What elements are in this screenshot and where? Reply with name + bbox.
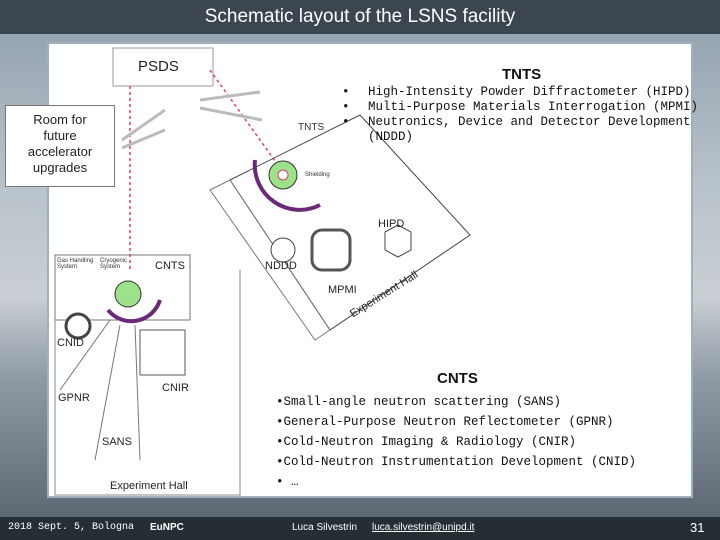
footer-event: EuNPC <box>150 522 184 533</box>
cnts-instrument-list: •Small-angle neutron scattering (SANS) •… <box>276 392 636 492</box>
footer-bar <box>0 517 720 540</box>
sans-guide-2 <box>134 324 141 461</box>
tnts-item-hipd: High-Intensity Powder Diffractometer (HI… <box>368 85 691 99</box>
pointer-line-4 <box>121 128 166 150</box>
cnts-small-label: CNTS <box>155 260 185 272</box>
tnts-hall <box>229 114 471 331</box>
footer-page-number: 31 <box>690 520 705 535</box>
cnts-target <box>114 280 142 308</box>
experiment-hall-label: Experiment Hall <box>110 480 188 492</box>
cnir-instrument <box>139 329 186 376</box>
list-item: • Multi-Purpose Materials Interrogation … <box>340 100 700 115</box>
footer-email[interactable]: luca.silvestrin@unipd.it <box>372 522 475 533</box>
room-label: Room for future accelerator upgrades <box>27 112 93 175</box>
psds-room <box>112 47 214 87</box>
psds-label: PSDS <box>138 58 179 75</box>
bullet: • <box>342 85 350 99</box>
shielding-label: Shielding <box>305 172 330 178</box>
cnts-hall-outline <box>54 270 241 496</box>
pointer-line-2 <box>199 106 263 122</box>
cnts-heading: CNTS <box>437 370 478 387</box>
sans-guide-1 <box>94 324 121 461</box>
nddd-detector <box>270 237 296 263</box>
mpmi-instrument <box>310 228 352 272</box>
gas-handling-label: Gas Handling System <box>57 258 94 270</box>
cryogenic-label: Cryogenic System <box>100 258 128 270</box>
tnts-hall-inner <box>209 179 331 341</box>
list-item: • High-Intensity Powder Diffractometer (… <box>340 85 700 100</box>
tnts-instrument-list: • High-Intensity Powder Diffractometer (… <box>340 85 700 145</box>
sans-label: SANS <box>102 436 132 448</box>
gpnr-guide <box>59 319 111 391</box>
cnid-label: CNID <box>57 337 84 349</box>
gpnr-label: GPNR <box>58 392 90 404</box>
cnir-label: CNIR <box>162 382 189 394</box>
list-item: • Neutronics, Device and Detector Develo… <box>340 115 700 145</box>
footer-author: Luca Silvestrin <box>292 522 358 533</box>
cnid-detector <box>64 312 92 340</box>
pointer-line-1 <box>199 90 261 102</box>
room-for-accelerator-upgrades: Room for future accelerator upgrades <box>5 105 115 187</box>
footer-date: 2018 Sept. 5, Bologna <box>8 522 135 533</box>
tnts-small-label: TNTS <box>298 122 325 133</box>
cnts-moderator <box>106 299 162 324</box>
tnts-heading: TNTS <box>502 66 542 83</box>
list-item: •Cold-Neutron Imaging & Radiology (CNIR) <box>276 435 577 449</box>
tnts-core <box>277 169 289 181</box>
beam-line-tnts <box>209 69 286 176</box>
bullet: • <box>342 115 350 129</box>
tnts-item-mpmi: Multi-Purpose Materials Interrogation (M… <box>368 100 699 114</box>
hipd-label: HIPD <box>378 218 405 230</box>
list-item: • … <box>276 475 299 489</box>
list-item: •General-Purpose Neutron Reflectometer (… <box>276 415 614 429</box>
hipd-detector <box>384 224 412 258</box>
tnts-moderator <box>252 159 321 212</box>
list-item: •Small-angle neutron scattering (SANS) <box>276 395 562 409</box>
pointer-line-3 <box>121 108 166 142</box>
bullet: • <box>342 100 350 114</box>
list-item: •Cold-Neutron Instrumentation Developmen… <box>276 455 637 469</box>
tnts-item-nddd: Neutronics, Device and Detector Developm… <box>368 115 691 144</box>
slide-title: Schematic layout of the LSNS facility <box>0 0 720 34</box>
nddd-label: NDDD <box>265 260 297 272</box>
mpmi-label: MPMI <box>328 284 357 296</box>
